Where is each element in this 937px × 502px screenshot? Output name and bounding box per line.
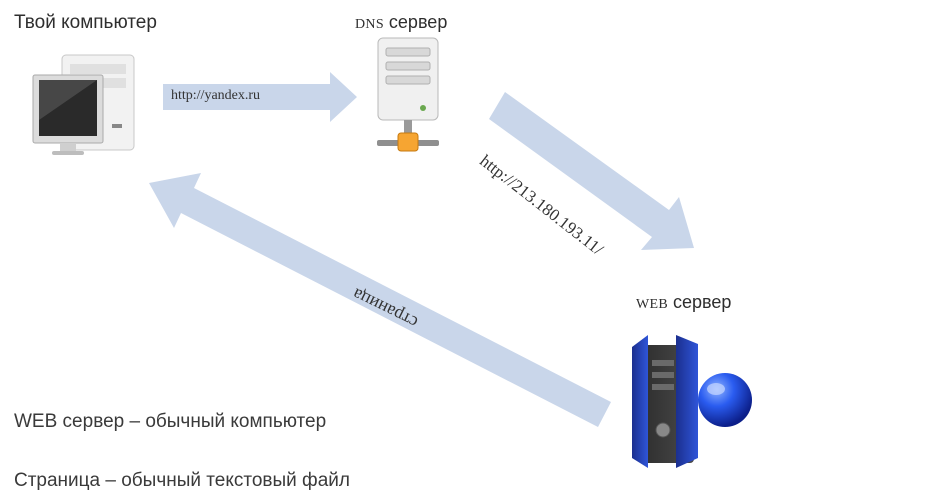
web-title: WEB сервер <box>636 292 731 313</box>
arrow-response <box>149 173 611 427</box>
arrow-ip <box>489 92 694 250</box>
web-title-label: сервер <box>668 292 732 312</box>
dns-title: DNS сервер <box>355 12 447 33</box>
web-title-prefix: WEB <box>636 297 669 312</box>
dns-title-prefix: DNS <box>355 17 384 32</box>
arrow-request <box>163 72 357 122</box>
computer-title: Твой компьютер <box>14 12 157 33</box>
note-web-server: WEB сервер – обычный компьютер <box>14 411 327 432</box>
request-url-label: http://yandex.ru <box>171 88 261 103</box>
dns-title-label: сервер <box>383 12 448 32</box>
note-page-file: Страница – обычный текстовый файл <box>14 470 350 491</box>
